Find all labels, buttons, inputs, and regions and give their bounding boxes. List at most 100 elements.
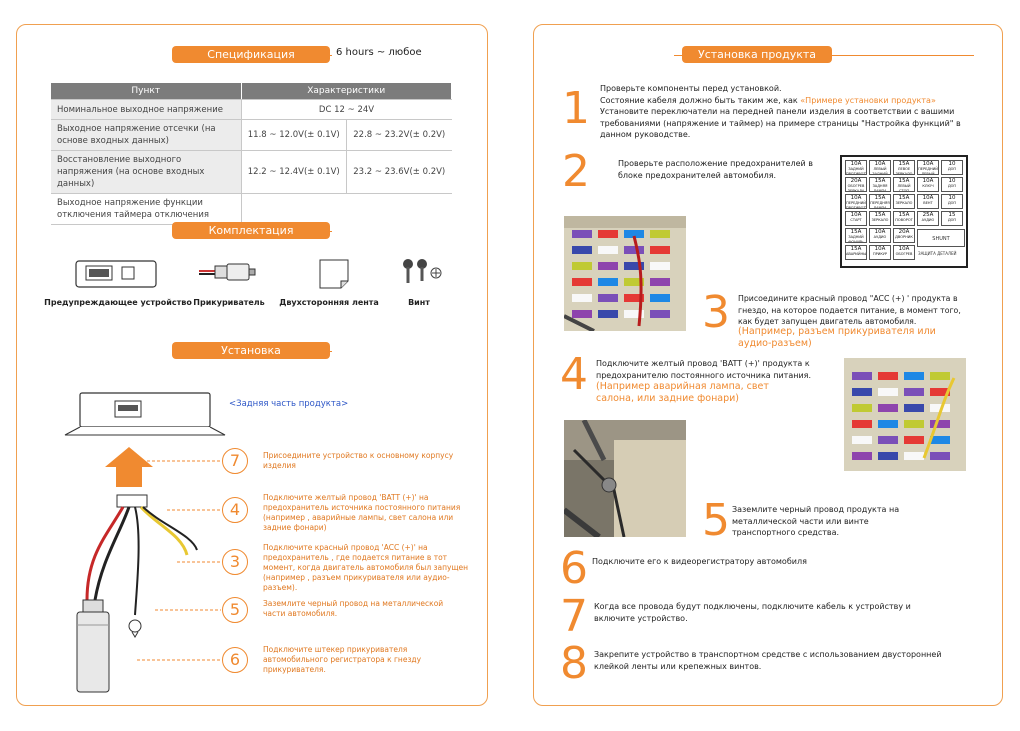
fuse-box-photo [564, 216, 686, 331]
fuse [572, 278, 592, 286]
fuse-label: ПОВОРОТ [895, 218, 913, 222]
step-text: Присоедините красный провод "ACC (+) ' п… [738, 294, 961, 326]
step-number: 3 [702, 287, 730, 338]
cigarette-plug-icon [199, 263, 256, 281]
step-text: Подключите желтый провод 'BATT (+)' прод… [596, 359, 812, 380]
fuse [852, 388, 872, 396]
fuse-label: ДОП [947, 201, 957, 205]
table-cell: 23.2 ~ 23.6V(± 0.2V) [346, 150, 452, 194]
fuse-label: ДОП [947, 218, 957, 222]
fuse [878, 372, 898, 380]
fuse-rating: 15A [850, 229, 862, 235]
kit-item-label: Винт [408, 298, 430, 307]
fuse [572, 246, 592, 254]
fuse-rating: 15A [898, 161, 910, 167]
fuse [650, 246, 670, 254]
step-number: 1 [562, 83, 590, 134]
fuse-label: АВАРИЙНЫЕ [846, 252, 867, 256]
table-cell: DC 12 ~ 24V [240, 99, 452, 120]
fuse-label: АУДИО [921, 218, 935, 222]
spec-hours: 6 hours ~ любое [332, 47, 426, 58]
fuse-rating: 15A [874, 212, 886, 218]
fuse [930, 372, 950, 380]
step-text: Присоедините устройство к основному корп… [263, 451, 454, 470]
fuse-rating: 10 [948, 161, 956, 167]
fuse-box-photo [844, 358, 966, 471]
fuse-rating: 20A [850, 178, 862, 184]
step-1-line-c: Установите переключатели на передней пан… [600, 107, 961, 139]
fuse [624, 230, 644, 238]
fuse [572, 294, 592, 302]
fuse [598, 310, 618, 318]
step-text-orange: (Например, разъем прикуривателя или ауди… [738, 326, 936, 349]
wiring-diagram [64, 392, 226, 693]
fuse [930, 404, 950, 412]
fuse-label: ПЕРЕДНЯЯ ЛАМПА [870, 201, 890, 209]
fuse [904, 436, 924, 444]
table-cell: 11.8 ~ 12.0V(± 0.1V) [240, 119, 347, 151]
table-row: Восстановление выходного напряжения (на … [51, 150, 452, 194]
step-number: 4 [560, 349, 588, 400]
fuse [930, 436, 950, 444]
fuse [598, 294, 618, 302]
fuse-label: ЗАДНЯЯ ЛАМПА [872, 184, 888, 192]
fuse-rating: 15A [874, 195, 886, 201]
step-text: Проверьте компоненты перед установкой. С… [600, 83, 980, 141]
fuse-rating: 10A [850, 195, 862, 201]
leader-lines [137, 460, 221, 661]
fuse-label: ДОП [947, 167, 957, 171]
fuse-label: ЛЕВОЕ ЗЕРКАЛО [895, 167, 913, 175]
fuse [852, 420, 872, 428]
fuse [878, 404, 898, 412]
fuse [904, 388, 924, 396]
fuse-label: ЛЕВЫЙ СТОП [897, 184, 911, 192]
fuse [598, 246, 618, 254]
kit-item-label: Прикуриватель [193, 298, 265, 307]
fuse-label: ПЕРЕДНИЙ ПРОТИВОТУМ [846, 201, 866, 209]
fuse [624, 262, 644, 270]
step-text: Закрепите устройство в транспортном сред… [594, 650, 942, 671]
step-number: 8 [560, 638, 588, 689]
col-header-item: Пункт [51, 83, 242, 100]
fuse-rating: 15A [898, 195, 910, 201]
fuse-label: ПЕРЕДНИЙ ЛЕВЫЙ [918, 167, 938, 175]
fuse [572, 310, 592, 318]
fuse [650, 278, 670, 286]
fuse [878, 420, 898, 428]
fuse-rating: 10A [874, 229, 886, 235]
fuse-label: ДОП [947, 184, 957, 188]
ground-screw-photo [564, 420, 686, 537]
fuse [904, 452, 924, 460]
step-number: 4 [222, 497, 248, 523]
step-text: Подключите его к видеорегистратору автом… [592, 557, 807, 566]
table-cell: Выходное напряжение отсечки (на основе в… [51, 119, 241, 151]
fuse-rating: 10A [922, 195, 934, 201]
right-page: Установка продукта 1 Проверьте компонент… [533, 24, 1003, 706]
fuse-rating: 10 [948, 195, 956, 201]
table-cell: Восстановление выходного напряжения (на … [51, 150, 241, 194]
example-link[interactable]: «Примере установки продукта» [800, 95, 936, 105]
fuse-label: СТАРТ [850, 218, 862, 222]
fuse [852, 452, 872, 460]
step-1-line-a: Проверьте компоненты перед установкой. [600, 84, 782, 93]
fuse-label: ОБОГРЕВ ЗЕРКАЛА [847, 184, 865, 192]
kit-item-label: Предупреждающее устройство [44, 298, 192, 307]
fuse [598, 262, 618, 270]
